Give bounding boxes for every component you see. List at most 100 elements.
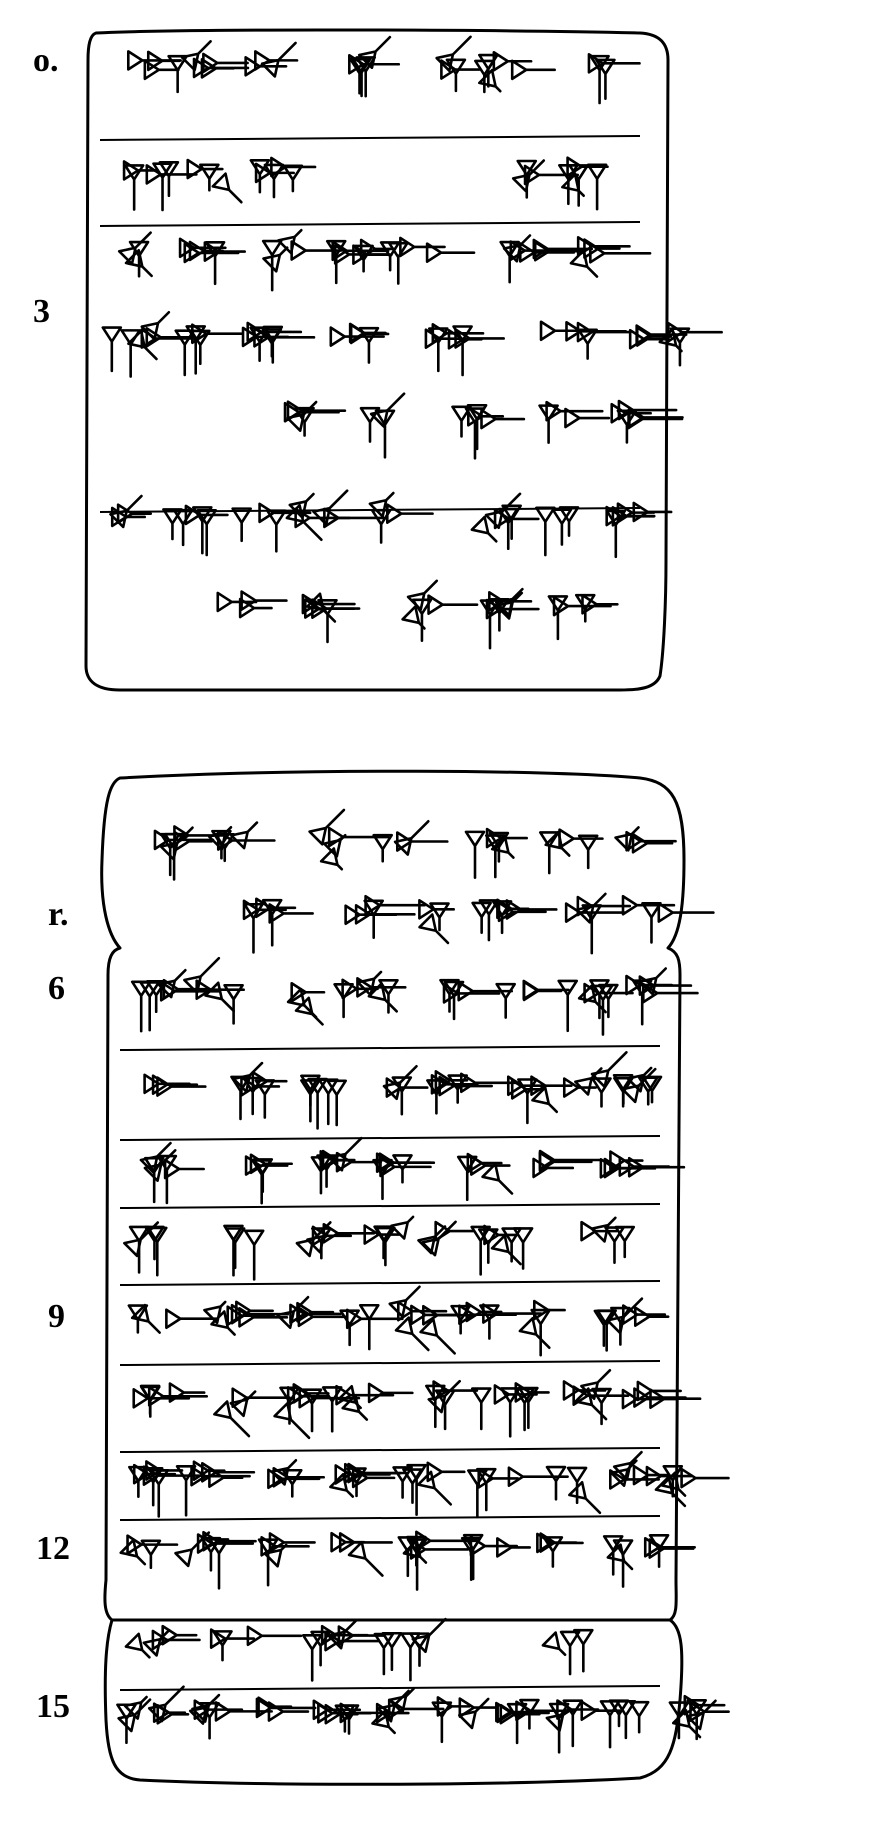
- wedge-stroke: [621, 894, 676, 916]
- wedge-stroke: [333, 244, 390, 265]
- wedge-stroke: [538, 831, 560, 875]
- wedge-stroke: [447, 1074, 468, 1104]
- wedge-stroke: [451, 405, 472, 438]
- wedge-stroke: [270, 1459, 298, 1486]
- wedge-stroke: [231, 507, 252, 543]
- wedge-stroke: [499, 240, 520, 284]
- wedge-stroke: [147, 1386, 209, 1407]
- wedge-stroke: [406, 579, 439, 611]
- wedge-stroke: [478, 899, 500, 942]
- wedge-stroke: [506, 1075, 546, 1097]
- wedge-stroke: [559, 1630, 581, 1676]
- wedge-stroke: [139, 1141, 172, 1175]
- wedge-stroke: [312, 489, 349, 526]
- wedge-stroke: [260, 41, 297, 78]
- wedge-stroke: [593, 1309, 615, 1347]
- wedge-stroke: [395, 831, 449, 852]
- wedge-stroke: [536, 1532, 584, 1554]
- reverse-label: r.: [48, 896, 69, 933]
- wedge-stroke: [496, 898, 530, 920]
- wedge-stroke: [590, 1051, 628, 1089]
- wedge-stroke: [195, 979, 245, 1001]
- wedge-stroke: [214, 832, 236, 863]
- wedge-stroke: [267, 1701, 310, 1722]
- wedge-stroke: [569, 249, 599, 278]
- ruling-line: [99, 135, 641, 141]
- wedge-stroke: [338, 1532, 393, 1553]
- wedge-stroke: [165, 1308, 218, 1330]
- ruling-line: [119, 1045, 661, 1051]
- wedge-stroke: [511, 159, 546, 193]
- wedge-stroke: [199, 163, 220, 192]
- wedge-stroke: [425, 1384, 446, 1429]
- wedge-stroke: [616, 409, 638, 444]
- wedge-stroke: [452, 325, 473, 377]
- wedge-stroke: [428, 327, 449, 373]
- wedge-stroke: [127, 329, 158, 361]
- wedge-stroke: [470, 1387, 492, 1431]
- wedge-stroke: [243, 902, 264, 954]
- wedge-stroke: [478, 68, 502, 93]
- wedge-stroke: [418, 899, 455, 920]
- wedge-stroke: [545, 1707, 570, 1732]
- wedge-stroke: [321, 1386, 343, 1433]
- wedge-stroke: [230, 821, 259, 850]
- wedge-stroke: [572, 1385, 630, 1406]
- wedge-stroke: [575, 892, 607, 924]
- wedge-stroke: [294, 996, 324, 1026]
- wedge-stroke: [392, 1154, 413, 1184]
- wedge-stroke: [251, 1159, 272, 1205]
- wedge-stroke: [192, 506, 213, 555]
- wedge-stroke: [587, 53, 641, 74]
- wedge-stroke: [532, 1157, 575, 1179]
- wedge-stroke: [367, 1382, 414, 1404]
- wedge-stroke: [311, 598, 356, 619]
- wedge-stroke: [643, 1536, 696, 1558]
- wedge-stroke: [387, 241, 409, 285]
- wedge-stroke: [123, 1221, 160, 1258]
- wedge-stroke: [246, 1625, 303, 1647]
- wedge-stroke: [577, 834, 599, 870]
- wedge-stroke: [339, 1309, 360, 1347]
- wedge-stroke: [635, 326, 673, 347]
- line-number-9: 9: [48, 1298, 65, 1335]
- wedge-stroke: [417, 1225, 447, 1255]
- wedge-stroke: [232, 1061, 264, 1093]
- wedge-stroke: [200, 1536, 222, 1572]
- line-rulings: [99, 135, 661, 1691]
- wedge-stroke: [203, 1300, 227, 1325]
- wedge-stroke: [535, 506, 556, 557]
- wedge-stroke: [123, 164, 145, 211]
- wedge-stroke: [212, 1630, 233, 1662]
- wedge-stroke: [381, 1631, 403, 1672]
- wedge-stroke: [145, 327, 193, 348]
- wedge-stroke: [327, 1136, 363, 1172]
- reverse-tablet-outline: [100, 769, 686, 1786]
- wedge-stroke: [400, 1632, 421, 1682]
- wedge-stroke: [638, 975, 693, 996]
- wedge-stroke: [132, 1388, 191, 1409]
- wedge-stroke: [382, 1064, 418, 1101]
- wedge-stroke: [397, 1536, 419, 1578]
- wedge-stroke: [510, 59, 556, 81]
- wedge-stroke: [518, 1316, 551, 1349]
- wedge-stroke: [127, 1304, 149, 1334]
- wedge-stroke: [457, 1697, 490, 1730]
- wedge-stroke: [466, 1152, 503, 1174]
- wedge-stroke: [192, 57, 250, 79]
- ruling-line: [119, 1360, 661, 1366]
- wedge-stroke: [142, 1467, 164, 1507]
- wedge-stroke: [268, 1532, 316, 1553]
- wedge-stroke: [466, 403, 488, 451]
- wedge-stroke: [290, 981, 326, 1003]
- wedge-stroke: [341, 1394, 369, 1421]
- wedge-stroke: [208, 1538, 230, 1590]
- wedge-stroke: [117, 231, 152, 266]
- wedge-stroke: [211, 172, 243, 204]
- wedge-stroke: [358, 1303, 380, 1351]
- wedge-stroke: [459, 1072, 521, 1094]
- wedge-stroke: [101, 326, 123, 373]
- wedge-stroke: [416, 1470, 453, 1506]
- wedge-stroke: [589, 979, 610, 1020]
